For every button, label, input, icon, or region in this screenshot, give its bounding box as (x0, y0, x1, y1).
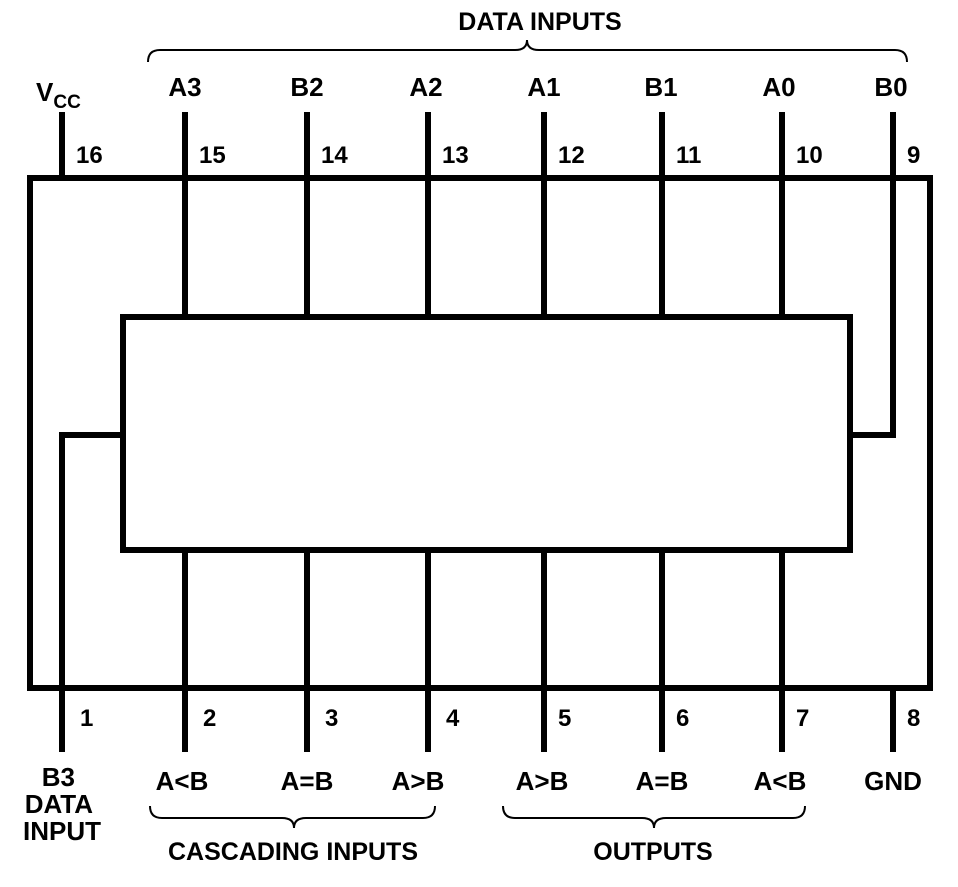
pin-16-number: 16 (76, 142, 103, 169)
pin-14-number: 14 (321, 142, 348, 169)
pin-11-number: 11 (676, 142, 701, 169)
pin-4-number: 4 (446, 705, 460, 732)
pin-5-signal-label: A>B (516, 766, 569, 796)
cascading-inputs-label: CASCADING INPUTS (168, 838, 418, 866)
package-outline (27, 175, 933, 691)
pin-15-signal-label: A3 (168, 72, 201, 102)
pin-14-signal-label: B2 (290, 72, 323, 102)
pin-3-signal-label: A=B (281, 766, 334, 796)
top-pin-lines (59, 112, 896, 438)
cascading-inputs-brace (149, 805, 436, 829)
pin-1-line (59, 432, 123, 752)
pin-10-signal-label: A0 (762, 72, 795, 102)
die-rectangle (120, 314, 853, 553)
pin-11-signal-label: B1 (644, 72, 677, 102)
pin-1-number: 1 (80, 705, 93, 732)
pin-13-number: 13 (442, 142, 469, 169)
pin-10-number: 10 (796, 142, 823, 169)
pin-6-number: 6 (676, 705, 689, 732)
pin-7-signal-label: A<B (754, 766, 807, 796)
pin-16-signal-label: VCC (36, 77, 81, 113)
pin-9-line (850, 112, 896, 438)
pin-1-signal-label: B3 DATA INPUT (23, 762, 101, 846)
pin-2-signal-label: A<B (156, 766, 209, 796)
pin-8-signal-label: GND (864, 766, 922, 796)
pin-13-signal-label: A2 (409, 72, 442, 102)
outputs-brace (502, 805, 806, 829)
pin-7-number: 7 (796, 705, 809, 732)
pin-9-signal-label: B0 (874, 72, 907, 102)
outputs-label: OUTPUTS (593, 838, 712, 866)
pin-12-number: 12 (558, 142, 585, 169)
pin-8-number: 8 (907, 705, 920, 732)
pin-9-number: 9 (907, 142, 920, 169)
pin-12-signal-label: A1 (527, 72, 560, 102)
pin-15-number: 15 (199, 142, 226, 169)
pin-6-signal-label: A=B (636, 766, 689, 796)
pin-2-number: 2 (203, 705, 216, 732)
bottom-pin-lines (59, 432, 896, 752)
data-inputs-brace (147, 39, 908, 63)
pin-4-signal-label: A>B (392, 766, 445, 796)
pin-5-number: 5 (558, 705, 571, 732)
pin-3-number: 3 (325, 705, 338, 732)
data-inputs-label: DATA INPUTS (458, 8, 621, 36)
